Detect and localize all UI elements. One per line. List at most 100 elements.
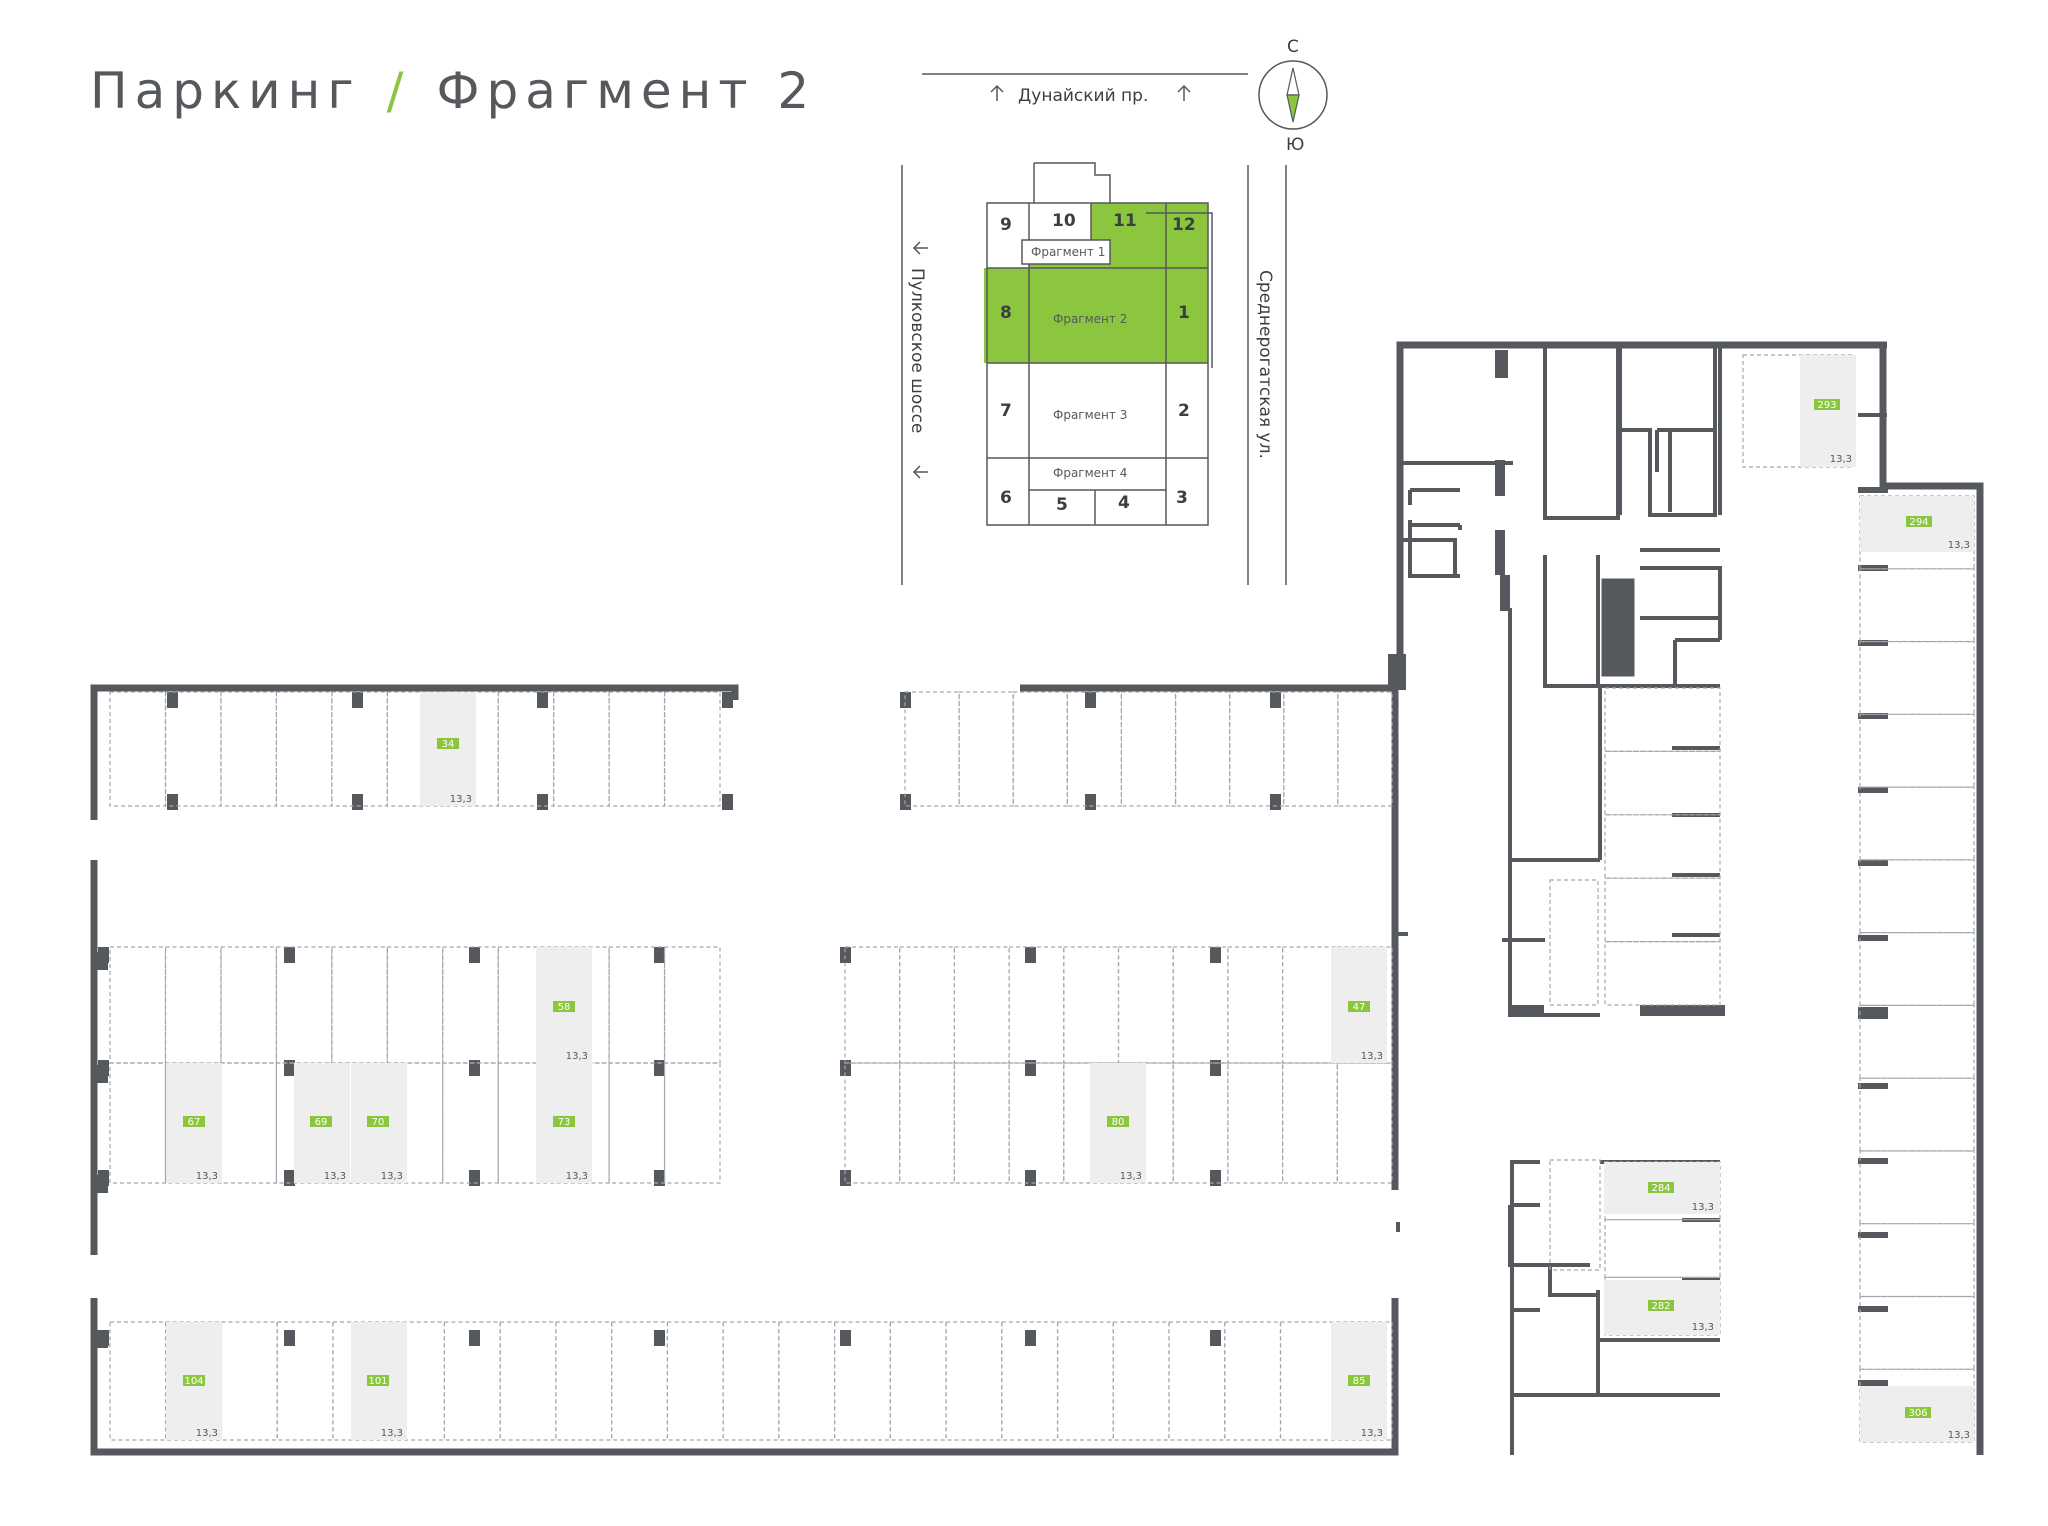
- parking-bay[interactable]: [331, 946, 388, 1064]
- parking-bay[interactable]: [1174, 691, 1231, 807]
- parking-bay[interactable]: [722, 1321, 780, 1441]
- parking-bay[interactable]: [1604, 687, 1721, 753]
- parking-bay[interactable]: [608, 691, 666, 807]
- parking-bay[interactable]: [1859, 640, 1975, 715]
- parking-bay[interactable]: [497, 691, 555, 807]
- parking-bay[interactable]: [1172, 1062, 1229, 1184]
- parking-bay[interactable]: [1056, 1321, 1114, 1441]
- parking-bay[interactable]: [1859, 568, 1975, 643]
- parking-bay[interactable]: [1859, 1004, 1975, 1079]
- parking-bay[interactable]: [1859, 1150, 1975, 1225]
- parking-bay[interactable]: [1604, 877, 1721, 943]
- parking-bay[interactable]: [109, 691, 167, 807]
- parking-bay[interactable]: [1227, 1062, 1284, 1184]
- parking-bay[interactable]: [1859, 859, 1975, 934]
- parking-bay[interactable]: [953, 946, 1010, 1064]
- parking-bay[interactable]: [1604, 940, 1721, 1006]
- parking-bay[interactable]: [331, 691, 388, 807]
- street-right-label: Среднерогатская ул.: [1255, 270, 1275, 459]
- parking-bay[interactable]: [1549, 1159, 1601, 1271]
- parking-bay[interactable]: [904, 691, 960, 807]
- parking-bay[interactable]: [1604, 1219, 1721, 1278]
- parking-bay[interactable]: [1283, 691, 1339, 807]
- parking-bay[interactable]: [899, 1062, 956, 1184]
- parking-bay[interactable]: [778, 1321, 836, 1441]
- parking-bay[interactable]: [220, 946, 277, 1064]
- parking-bay[interactable]: [1224, 1321, 1282, 1441]
- parking-bay[interactable]: [552, 691, 610, 807]
- column-post: [900, 692, 911, 708]
- parking-bay[interactable]: [1742, 354, 1854, 468]
- parking-bay[interactable]: [1227, 946, 1284, 1064]
- parking-bay[interactable]: [1859, 1295, 1975, 1370]
- parking-bay[interactable]: [663, 1062, 721, 1184]
- parking-bay[interactable]: [109, 1062, 167, 1184]
- parking-bay[interactable]: [899, 946, 956, 1064]
- parking-bay[interactable]: [386, 946, 444, 1064]
- parking-bay[interactable]: [499, 1321, 557, 1441]
- parking-bay[interactable]: [1859, 1077, 1975, 1152]
- parking-bay[interactable]: [1117, 946, 1174, 1064]
- parking-bay[interactable]: [1281, 1062, 1338, 1184]
- parking-bay[interactable]: [1337, 691, 1393, 807]
- parking-bay[interactable]: [275, 946, 333, 1064]
- parking-bay[interactable]: [1063, 946, 1120, 1064]
- parking-bay[interactable]: [442, 946, 499, 1064]
- parking-bay[interactable]: [1859, 1223, 1975, 1298]
- parking-bay[interactable]: [109, 946, 167, 1064]
- parking-bay[interactable]: [164, 946, 222, 1064]
- parking-bay[interactable]: [555, 1321, 613, 1441]
- parking-bay[interactable]: [958, 691, 1014, 807]
- parking-bay[interactable]: [1008, 1062, 1065, 1184]
- parking-bay[interactable]: [1012, 691, 1068, 807]
- parking-bay[interactable]: [1112, 1321, 1170, 1441]
- parking-bay[interactable]: [663, 691, 721, 807]
- parking-bay[interactable]: [608, 946, 666, 1064]
- parking-bay[interactable]: [1120, 691, 1177, 807]
- parking-bay[interactable]: [889, 1321, 947, 1441]
- parking-bay[interactable]: [1859, 786, 1975, 861]
- parking-bay[interactable]: [1859, 931, 1975, 1006]
- parking-bay[interactable]: [1604, 750, 1721, 816]
- parking-bay[interactable]: [220, 1062, 277, 1184]
- parking-bay[interactable]: [1066, 691, 1123, 807]
- parking-bay[interactable]: [164, 691, 222, 807]
- parking-bay[interactable]: [844, 1062, 901, 1184]
- parking-bay[interactable]: [844, 946, 901, 1064]
- parking-bay[interactable]: [220, 691, 277, 807]
- parking-bay[interactable]: [945, 1321, 1003, 1441]
- parking-bay[interactable]: [1859, 713, 1975, 788]
- parking-bay[interactable]: [608, 1062, 666, 1184]
- parking-bay[interactable]: [1549, 879, 1599, 1006]
- parking-bay[interactable]: [1281, 946, 1338, 1064]
- parking-bay[interactable]: [1604, 814, 1721, 879]
- parking-bay[interactable]: [442, 1062, 499, 1184]
- parking-bay[interactable]: [1008, 946, 1065, 1064]
- parking-bay[interactable]: [275, 691, 333, 807]
- parking-bay[interactable]: [953, 1062, 1010, 1184]
- parking-bay[interactable]: [1229, 691, 1285, 807]
- parking-bay[interactable]: [1336, 1062, 1393, 1184]
- parking-bay[interactable]: [1279, 1321, 1337, 1441]
- parking-bay[interactable]: [220, 1321, 278, 1441]
- parking-bay[interactable]: [663, 946, 721, 1064]
- parking-bay[interactable]: [1172, 946, 1229, 1064]
- parking-bay[interactable]: [109, 1321, 167, 1441]
- parking-bay[interactable]: [666, 1321, 724, 1441]
